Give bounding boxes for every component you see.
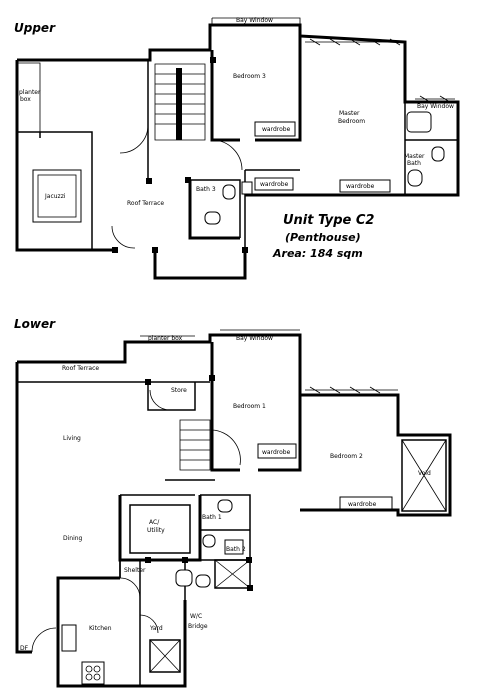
label-jacuzzi: Jacuzzi (44, 193, 66, 200)
label-void: Void (418, 470, 431, 477)
label-living: Living (63, 435, 81, 442)
label-bedroom-1: Bedroom 1 (233, 403, 266, 410)
label-wardrobe-1: wardrobe (262, 126, 291, 133)
label-wardrobe-4: wardrobe (262, 449, 291, 456)
label-wardrobe-2: wardrobe (346, 183, 375, 190)
lower-heading: Lower (14, 317, 56, 331)
label-df: DF (20, 645, 29, 652)
label-master-bedroom-line2: Bedroom (338, 118, 365, 125)
label-kitchen: Kitchen (89, 625, 112, 632)
label-bay-window-2: Bay Window (417, 103, 454, 110)
label-wardrobe-5: wardrobe (348, 501, 377, 508)
label-bay-window-3: Bay Window (236, 335, 273, 342)
label-store: Store (171, 387, 187, 394)
label-bath-2: Bath 2 (226, 546, 246, 553)
lower-floor-plan (15, 329, 452, 688)
label-bath-1: Bath 1 (202, 514, 222, 521)
label-wc-bridge-line1: W/C (190, 613, 202, 620)
unit-type: Unit Type C2 (283, 213, 374, 228)
label-master-bath-line1: Master (404, 153, 425, 160)
label-wardrobe-3: wardrobe (260, 181, 289, 188)
label-ac-utility-line1: AC/ (149, 519, 160, 526)
unit-subtitle: (Penthouse) (285, 231, 361, 244)
label-bath-3: Bath 3 (196, 186, 216, 193)
label-bedroom-3: Bedroom 3 (233, 73, 266, 80)
upper-heading: Upper (14, 21, 56, 35)
label-master-bath-line2: Bath (407, 160, 421, 167)
label-planter-line1: planter (19, 89, 41, 96)
label-planter-box: planter box (148, 335, 183, 342)
label-planter-line2: box (20, 96, 31, 103)
unit-area: Area: 184 sqm (272, 247, 363, 260)
label-bay-window-1: Bay Window (236, 17, 273, 24)
label-roof-terrace-2: Roof Terrace (62, 365, 99, 372)
upper-floor-plan (15, 17, 460, 280)
label-dining: Dining (63, 535, 83, 542)
label-yard: Yard (149, 625, 163, 632)
label-bedroom-2: Bedroom 2 (330, 453, 363, 460)
label-master-bedroom-line1: Master (339, 110, 360, 117)
label-shelter: Shelter (124, 567, 146, 574)
label-wc-bridge-line2: Bridge (188, 623, 208, 630)
label-roof-terrace: Roof Terrace (127, 200, 164, 207)
label-ac-utility-line2: Utility (147, 527, 165, 534)
